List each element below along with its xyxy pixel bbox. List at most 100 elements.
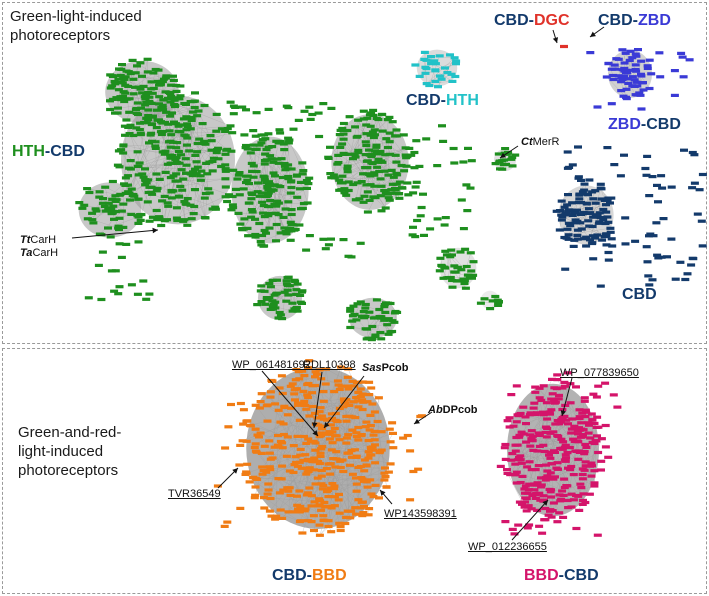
arrow-ttcarh-head: [152, 227, 158, 234]
scatter-green-c: [84, 240, 154, 302]
cluster-cbd-bbd-node: [307, 494, 316, 498]
scatter-cbd-node: [645, 283, 654, 287]
scatter-magenta-node: [526, 411, 535, 415]
scatter-orange-left-node: [236, 401, 245, 406]
cluster-cbd-node: [600, 235, 609, 239]
cluster-hth-cbd-main-node: [141, 178, 150, 182]
cluster-bbd-cbd-node: [511, 473, 520, 477]
cluster-cbd-bbd-node: [362, 420, 371, 424]
cluster-bbd-cbd-node: [572, 385, 580, 389]
cluster-hth-cbd-center-node: [286, 227, 295, 231]
cluster-hth-cbd-main-node: [132, 108, 140, 112]
cluster-cbd-bbd-node: [326, 423, 335, 427]
cluster-bbd-cbd-node: [590, 481, 599, 485]
cluster-cbd-bbd-node: [311, 375, 319, 379]
cluster-hth-cbd-bottom2-node: [384, 317, 393, 321]
cluster-hth-cbd-main-node: [223, 199, 232, 204]
cluster-bbd-cbd-node: [559, 493, 568, 497]
label-cbd-dgc: CBD-DGC: [494, 12, 570, 29]
cluster-hth-cbd-right-node: [326, 145, 334, 149]
cluster-hth-cbd-center-node: [303, 201, 312, 205]
cluster-hth-cbd-upper-node: [142, 93, 151, 97]
cluster-cbd-bbd-node: [388, 421, 397, 425]
cluster-hth-cbd-center-node: [286, 238, 295, 242]
cluster-hth-cbd-upper-node: [169, 78, 178, 82]
cluster-bbd-cbd-node: [523, 465, 532, 469]
cluster-bbd-cbd-node: [550, 401, 559, 405]
scatter-green-b-node: [440, 223, 449, 227]
cluster-cbd-bbd-node: [271, 517, 280, 521]
cluster-cbd-hth-node: [427, 62, 436, 66]
cluster-hth-cbd-center-node: [266, 199, 275, 203]
cluster-hth-cbd-left-node: [85, 190, 94, 195]
cluster-hth-cbd-center-node: [236, 222, 245, 226]
cluster-zbd-cbd-node: [645, 58, 654, 62]
cluster-cbd-bbd-node: [358, 500, 367, 504]
cluster-hth-cbd-center-node: [259, 211, 268, 215]
cluster-hth-cbd-main-node: [214, 146, 223, 150]
cluster-hth-cbd-main-node: [145, 219, 154, 223]
cluster-cbd-node: [557, 218, 566, 222]
cluster-cbd-bbd-node: [257, 451, 266, 455]
cluster-cbd-bbd-node: [293, 503, 302, 507]
cluster-hth-cbd-right-node: [378, 113, 387, 117]
cluster-bbd-cbd-node: [567, 464, 576, 469]
cluster-cbd-hth-node: [435, 54, 444, 58]
cluster-bbd-cbd-node: [587, 412, 596, 416]
cluster-hth-cbd-main-node: [202, 161, 211, 165]
cluster-hth-cbd-small1-node: [444, 276, 453, 280]
cluster-hth-cbd-main-node: [186, 100, 195, 104]
cluster-hth-cbd-center-node: [239, 187, 248, 191]
cluster-bbd-cbd-node: [593, 415, 602, 419]
cluster-cbd-bbd-node: [322, 490, 331, 494]
cluster-hth-cbd-small1-node: [446, 255, 455, 259]
scatter-green-c-node: [142, 297, 151, 301]
bottom-panel-title-line1: Green-and-red-: [18, 424, 122, 441]
scatter-green-b-node: [459, 227, 468, 231]
scatter-magenta-node: [525, 523, 534, 527]
cluster-bbd-cbd-node: [521, 500, 529, 504]
cluster-cbd-bbd-node: [341, 521, 350, 526]
cluster-cbd-bbd-node: [359, 479, 368, 483]
cluster-hth-cbd-upper-node: [156, 83, 165, 87]
cluster-cbd-hth-node: [448, 79, 457, 83]
cluster-zbd-cbd-node: [618, 48, 627, 52]
cluster-cbd-bbd-node: [369, 495, 378, 499]
cluster-bbd-cbd-node: [533, 483, 542, 487]
cluster-hth-cbd-right-node: [401, 153, 410, 157]
cluster-cbd-bbd-node: [306, 440, 315, 444]
cluster-bbd-cbd-node: [547, 515, 556, 519]
cluster-cbd-node: [580, 182, 589, 186]
annot-wp061481692: WP_061481692: [232, 359, 311, 371]
cluster-hth-cbd-main-node: [155, 215, 164, 219]
cluster-hth-cbd-center-node: [265, 212, 274, 216]
cluster-bbd-cbd-node: [555, 511, 564, 515]
scatter-green-b-node: [404, 193, 413, 197]
cluster-bbd-cbd-node: [544, 513, 553, 517]
cluster-hth-cbd-upper-node: [125, 110, 134, 114]
cluster-bbd-cbd-node: [576, 482, 585, 486]
scatter-magenta-node: [553, 461, 562, 465]
cluster-cbd-bbd-node: [366, 413, 375, 417]
cluster-cbd-hth-node: [437, 77, 446, 81]
cluster-zbd-cbd-node: [624, 77, 633, 81]
cluster-cbd-bbd-node: [266, 395, 275, 399]
cluster-hth-cbd-right-node: [345, 115, 354, 119]
scatter-magenta-node: [577, 421, 586, 425]
cluster-hth-cbd-main-node: [170, 120, 178, 124]
scatter-cbd-node: [698, 244, 707, 248]
cluster-hth-cbd-main-node: [148, 192, 157, 196]
cluster-hth-cbd-main-node: [201, 216, 210, 220]
cluster-cbd-bbd-node: [330, 504, 339, 508]
cluster-hth-cbd-upper-node: [162, 110, 171, 114]
cluster-hth-cbd-right-node: [335, 188, 344, 192]
cluster-cbd-node: [557, 199, 566, 203]
cluster-hth-cbd-center-node: [292, 173, 301, 177]
cluster-cbd-bbd-node: [327, 506, 336, 510]
cluster-cbd-bbd-node: [318, 444, 327, 449]
cluster-cbd-bbd-node: [358, 398, 367, 402]
cluster-hth-cbd-right-node: [369, 195, 378, 199]
cluster-hth-cbd-main-node: [129, 133, 138, 138]
scatter-blue-node: [637, 107, 646, 111]
scatter-green-b-node: [438, 124, 446, 128]
